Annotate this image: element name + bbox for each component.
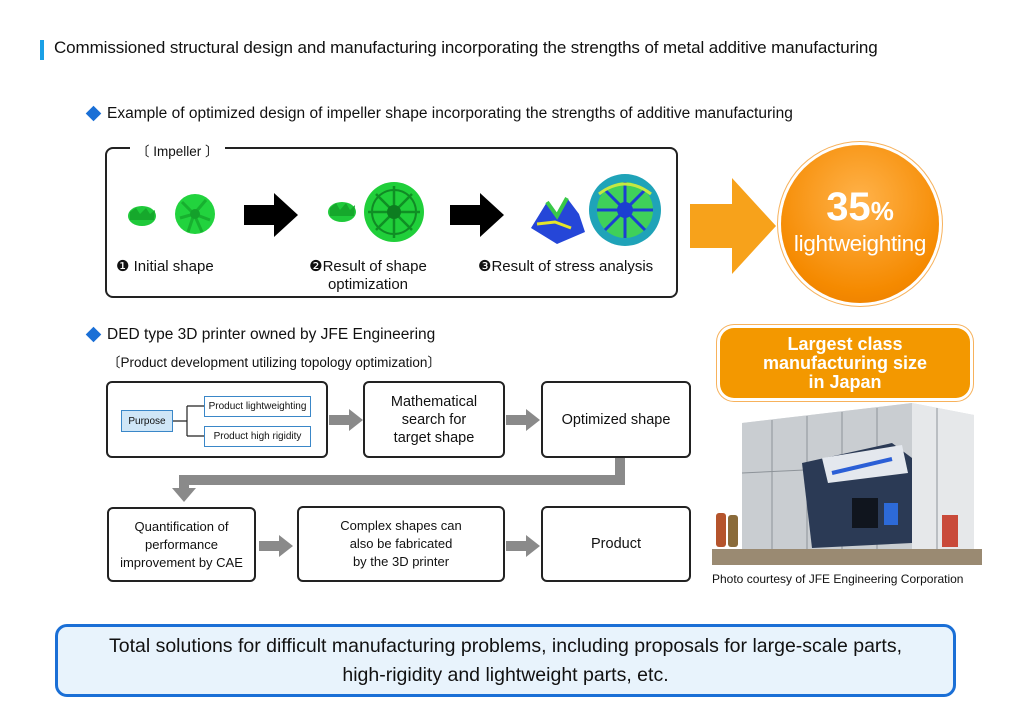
complex-shapes-box: Complex shapes can also be fabricated by…: [297, 506, 505, 582]
diamond-bullet-icon: [85, 105, 102, 122]
diamond-bullet-icon: [85, 326, 102, 343]
complex-line2: also be fabricated: [349, 536, 453, 551]
quant-line3: improvement by CAE: [120, 554, 243, 570]
impeller-box: [105, 147, 678, 298]
badge-line2: manufacturing size: [762, 352, 928, 373]
elbow-arrow-icon: [172, 458, 625, 502]
printer-section-subheading: 〔Product development utilizing topology …: [107, 355, 441, 370]
ded-printer-photo: [712, 403, 982, 565]
banner-line2: high-rigidity and lightweight parts, etc…: [342, 663, 669, 686]
step-2-label: ❷Result of shape optimization: [300, 258, 436, 294]
summary-banner: Total solutions for difficult manufactur…: [55, 624, 956, 697]
printer-section-heading: DED type 3D printer owned by JFE Enginee…: [107, 326, 436, 343]
quant-line1: Quantification of: [134, 518, 229, 534]
photo-caption: Photo courtesy of JFE Engineering Corpor…: [712, 572, 964, 586]
impeller-stress-analysis-image: [531, 174, 661, 246]
title-accent-bar: [40, 40, 44, 60]
gray-arrow-icon: [259, 535, 293, 557]
complex-line1: Complex shapes can: [340, 518, 462, 533]
quantification-box: Quantification of performance improvemen…: [107, 507, 256, 582]
gray-arrow-icon: [506, 409, 540, 431]
badge-line1: Largest class: [787, 333, 903, 354]
purpose-label: Purpose: [121, 410, 173, 432]
complex-line3: by the 3D printer: [352, 554, 450, 569]
result-text: lightweighting: [793, 231, 927, 256]
largest-class-badge: Largest class manufacturing size in Japa…: [720, 328, 970, 398]
step-2-label-line1: ❷Result of shape: [309, 258, 427, 275]
purpose-option-lightweighting: Product lightweighting: [204, 396, 311, 417]
gray-arrow-icon: [329, 409, 363, 431]
impeller-box-label: 〔 Impeller 〕: [130, 140, 225, 160]
step-2-label-line2: optimization: [327, 276, 409, 293]
product-box: Product: [541, 506, 691, 582]
step-1-label: ❶ Initial shape: [116, 258, 214, 275]
purpose-option-high-rigidity: Product high rigidity: [204, 426, 311, 447]
impeller-section-heading: Example of optimized design of impeller …: [107, 105, 793, 122]
impeller-initial-image: [128, 194, 215, 234]
lightweighting-result-badge: 35% lightweighting: [781, 145, 939, 303]
mathematical-search-box: Mathematical search for target shape: [363, 381, 505, 458]
purpose-connector: [173, 405, 205, 437]
search-line3: target shape: [393, 429, 475, 446]
black-arrow-icon: [244, 193, 298, 237]
page-title: Commissioned structural design and manuf…: [54, 38, 878, 57]
search-line2: search for: [401, 411, 467, 428]
badge-line3: in Japan: [808, 371, 882, 392]
quant-line2: performance: [145, 536, 218, 552]
search-line1: Mathematical: [390, 393, 478, 410]
orange-arrow-icon: [690, 178, 776, 274]
result-percentage: 35%: [826, 185, 894, 229]
step-3-label: ❸Result of stress analysis: [478, 258, 654, 275]
impeller-optimized-image: [328, 182, 424, 242]
banner-line1: Total solutions for difficult manufactur…: [108, 634, 903, 657]
optimized-shape-box: Optimized shape: [541, 381, 691, 458]
gray-arrow-icon: [506, 535, 540, 557]
black-arrow-icon: [450, 193, 504, 237]
